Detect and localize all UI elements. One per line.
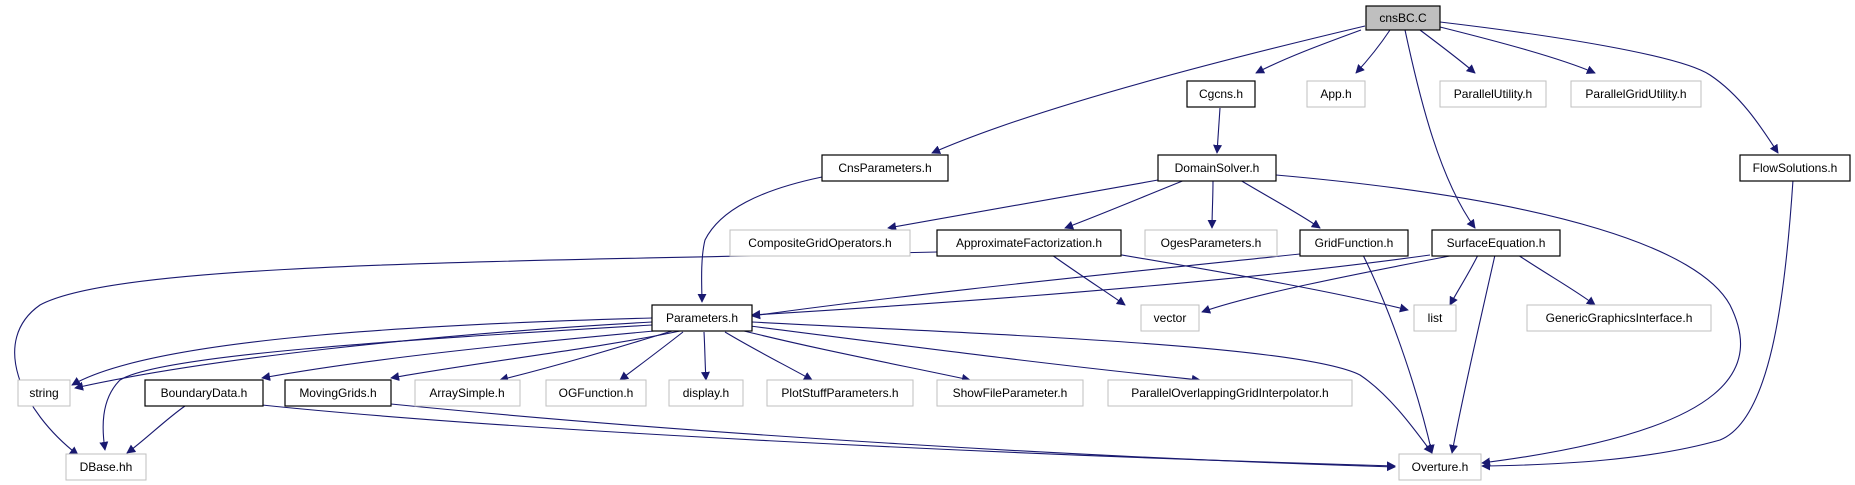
node-flow-solutions-h[interactable]: FlowSolutions.h xyxy=(1739,154,1851,182)
node-domain-solver-h[interactable]: DomainSolver.h xyxy=(1157,154,1277,182)
node-string: string xyxy=(17,379,71,407)
node-label: DBase.hh xyxy=(80,460,133,474)
node-label: list xyxy=(1428,311,1443,325)
node-app-h: App.h xyxy=(1306,80,1366,108)
node-label: cnsBC.C xyxy=(1379,11,1427,25)
edge-boundary-data-dbase xyxy=(126,405,186,454)
edge-parameters-array-simple xyxy=(499,330,673,383)
node-cnsbc-c: cnsBC.C xyxy=(1365,5,1441,31)
edge-parameters-plot-stuff xyxy=(724,331,813,381)
node-label: Parameters.h xyxy=(666,311,738,325)
node-label: ParallelUtility.h xyxy=(1454,87,1532,101)
node-boundary-data-h[interactable]: BoundaryData.h xyxy=(144,379,264,407)
edge-root-parallel-utility xyxy=(1419,29,1476,74)
edge-parameters-boundary-data xyxy=(261,329,666,381)
edge-grid-function-parameters xyxy=(751,253,1301,320)
edge-root-flow-solutions xyxy=(1439,21,1779,154)
node-label: ApproximateFactorization.h xyxy=(956,236,1102,250)
node-label: App.h xyxy=(1320,87,1351,101)
node-label: PlotStuffParameters.h xyxy=(781,386,898,400)
edge-approximate-factorization-dbase xyxy=(14,251,938,456)
node-label: Overture.h xyxy=(1412,460,1469,474)
node-label: GenericGraphicsInterface.h xyxy=(1546,311,1693,325)
edge-domain-solver-composite-grid-operators xyxy=(887,179,1159,231)
node-cgcns-h[interactable]: Cgcns.h xyxy=(1186,80,1256,108)
node-plot-stuff-parameters-h: PlotStuffParameters.h xyxy=(766,379,914,407)
edge-root-surface-equation xyxy=(1404,29,1476,229)
edge-approximate-factorization-vector xyxy=(1051,254,1126,306)
node-cns-parameters-h[interactable]: CnsParameters.h xyxy=(821,154,949,182)
node-list: list xyxy=(1413,304,1457,332)
node-display-h: display.h xyxy=(668,379,744,407)
node-grid-function-h[interactable]: GridFunction.h xyxy=(1299,229,1409,257)
node-approximate-factorization-h[interactable]: ApproximateFactorization.h xyxy=(936,229,1122,257)
edge-parameters-og-function xyxy=(619,331,684,381)
edge-root-cns-parameters xyxy=(931,25,1366,154)
node-label: string xyxy=(29,386,58,400)
node-label: MovingGrids.h xyxy=(299,386,376,400)
edge-moving-grids-overture xyxy=(390,403,1396,472)
node-oges-parameters-h: OgesParameters.h xyxy=(1144,229,1278,257)
edge-parameters-show-file xyxy=(739,329,971,383)
node-show-file-parameter-h: ShowFileParameter.h xyxy=(936,379,1084,407)
node-label: CnsParameters.h xyxy=(838,161,931,175)
edge-parameters-string xyxy=(71,317,653,386)
node-array-simple-h: ArraySimple.h xyxy=(414,379,521,407)
edge-domain-solver-overture xyxy=(1275,174,1742,467)
node-label: display.h xyxy=(683,386,729,400)
edge-root-app xyxy=(1355,29,1391,74)
edge-root-cgcns xyxy=(1255,29,1362,74)
edge-root-parallel-grid-utility xyxy=(1439,26,1596,74)
node-vector: vector xyxy=(1140,304,1200,332)
edge-parameters-moving-grids xyxy=(390,330,681,381)
node-overture-h: Overture.h xyxy=(1398,453,1482,481)
node-label: ParallelOverlappingGridInterpolator.h xyxy=(1131,386,1328,400)
edge-domain-solver-approximate-factorization xyxy=(1064,179,1186,230)
edge-domain-solver-grid-function xyxy=(1239,179,1321,229)
node-parallel-overlapping-grid-interpolator-h: ParallelOverlappingGridInterpolator.h xyxy=(1107,379,1353,407)
node-label: GridFunction.h xyxy=(1315,236,1394,250)
node-label: BoundaryData.h xyxy=(161,386,248,400)
edge-flow-solutions-overture xyxy=(1481,179,1794,471)
edge-grid-function-overture xyxy=(1362,254,1435,454)
node-label: OGFunction.h xyxy=(559,386,634,400)
node-label: Cgcns.h xyxy=(1199,87,1243,101)
node-label: ShowFileParameter.h xyxy=(953,386,1068,400)
edge-cns-parameters-parameters xyxy=(697,176,823,303)
node-dbase-hh: DBase.hh xyxy=(65,453,147,481)
edges xyxy=(14,21,1794,472)
node-parallel-grid-utility-h: ParallelGridUtility.h xyxy=(1570,80,1702,108)
edge-boundary-data-overture xyxy=(261,404,1396,471)
edge-surface-equation-overture xyxy=(1449,254,1496,454)
edge-parameters-string-2 xyxy=(74,321,653,391)
node-label: OgesParameters.h xyxy=(1161,236,1262,250)
node-label: FlowSolutions.h xyxy=(1753,161,1838,175)
edge-surface-equation-list xyxy=(1449,254,1479,306)
edge-parameters-parallel-overlapping xyxy=(749,325,1201,384)
node-composite-grid-operators-h: CompositeGridOperators.h xyxy=(729,229,911,257)
nodes: cnsBC.C Cgcns.h App.h ParallelUtility.h … xyxy=(17,5,1851,481)
node-parameters-h[interactable]: Parameters.h xyxy=(651,304,753,332)
node-generic-graphics-interface-h: GenericGraphicsInterface.h xyxy=(1526,304,1712,332)
node-og-function-h: OGFunction.h xyxy=(545,379,647,407)
node-surface-equation-h[interactable]: SurfaceEquation.h xyxy=(1431,229,1561,257)
edge-parameters-display xyxy=(700,331,710,381)
node-parallel-utility-h: ParallelUtility.h xyxy=(1439,80,1547,108)
edge-approximate-factorization-list xyxy=(1109,252,1409,313)
edge-cgcns-domain-solver xyxy=(1213,107,1223,154)
node-moving-grids-h[interactable]: MovingGrids.h xyxy=(284,379,392,407)
edge-domain-solver-oges-parameters xyxy=(1207,179,1217,229)
edge-parameters-overture xyxy=(751,321,1433,454)
node-label: CompositeGridOperators.h xyxy=(748,236,891,250)
edge-surface-equation-vector xyxy=(1201,254,1456,314)
node-label: DomainSolver.h xyxy=(1175,161,1260,175)
node-label: ParallelGridUtility.h xyxy=(1585,87,1686,101)
edge-parameters-dbase xyxy=(99,324,653,451)
node-label: SurfaceEquation.h xyxy=(1447,236,1546,250)
edge-surface-equation-generic-graphics xyxy=(1517,254,1596,306)
edge-surface-equation-parameters xyxy=(751,254,1431,320)
node-label: ArraySimple.h xyxy=(429,386,504,400)
node-label: vector xyxy=(1154,311,1187,325)
